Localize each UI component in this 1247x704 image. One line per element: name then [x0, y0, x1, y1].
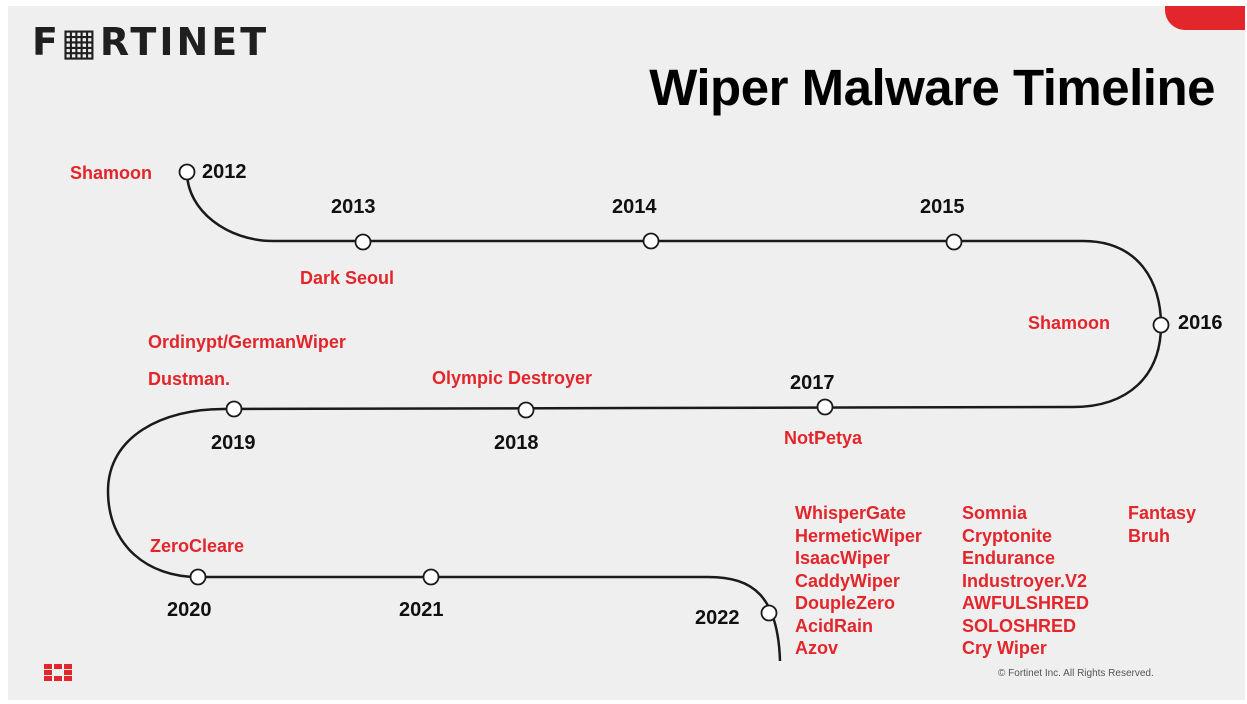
year-2018: 2018 — [494, 432, 539, 454]
list-item: WhisperGate — [795, 503, 907, 523]
fortinet-logo: F▦RTINET — [32, 20, 270, 64]
node-2020 — [189, 568, 207, 586]
list-item: DoupleZero — [795, 593, 896, 613]
list-item: IsaacWiper — [795, 548, 890, 568]
list-item: Industroyer.V2 — [962, 570, 1088, 591]
list-2022-col1: WhisperGate HermeticWiper IsaacWiper Cad… — [795, 502, 922, 660]
node-2018 — [517, 401, 535, 419]
label-notpetya: NotPetya — [784, 428, 863, 448]
label-shamoon-2016: Shamoon — [1028, 313, 1111, 333]
corner-accent — [1165, 6, 1245, 30]
year-2014: 2014 — [612, 196, 657, 218]
list-item: AWFULSHRED — [962, 593, 1089, 613]
year-2022: 2022 — [695, 607, 740, 629]
list-item: Fantasy — [1128, 503, 1197, 523]
list-item: CaddyWiper — [795, 570, 900, 591]
node-2013 — [354, 233, 372, 251]
node-2022 — [760, 604, 778, 622]
label-zerocleare: ZeroCleare — [150, 536, 245, 556]
year-2017: 2017 — [790, 372, 835, 394]
label-shamoon-2012: Shamoon — [70, 163, 153, 183]
year-2015: 2015 — [920, 196, 965, 218]
list-item: Cryptonite — [962, 525, 1052, 546]
year-2013: 2013 — [331, 196, 376, 218]
fortinet-mark-icon — [44, 664, 72, 681]
list-2022-col2: Somnia Cryptonite Endurance Industroyer.… — [962, 502, 1089, 660]
node-2017 — [816, 398, 834, 416]
node-2015 — [945, 233, 963, 251]
list-item: Bruh — [1128, 525, 1170, 546]
list-2022-col3: Fantasy Bruh — [1128, 502, 1196, 547]
node-2021 — [422, 568, 440, 586]
label-olympic-destroyer: Olympic Destroyer — [432, 368, 593, 388]
node-2014 — [642, 232, 660, 250]
year-2016: 2016 — [1178, 312, 1223, 334]
label-dark-seoul: Dark Seoul — [300, 268, 395, 288]
label-dustman: Dustman. — [148, 369, 231, 389]
year-2020: 2020 — [167, 599, 212, 621]
year-2021: 2021 — [399, 599, 444, 621]
slide: F▦RTINET Wiper Malware Timeline 2012 201… — [8, 6, 1245, 700]
list-item: AcidRain — [795, 615, 874, 636]
list-item: Cry Wiper — [962, 638, 1047, 658]
slide-title: Wiper Malware Timeline — [649, 59, 1215, 116]
timeline-diagram — [44, 163, 1170, 681]
node-2019 — [225, 400, 243, 418]
list-item: HermeticWiper — [795, 525, 922, 546]
year-2019: 2019 — [211, 432, 256, 454]
node-2016 — [1152, 316, 1170, 334]
node-2012 — [178, 163, 196, 181]
list-item: SOLOSHRED — [962, 615, 1077, 636]
list-item: Endurance — [962, 548, 1056, 568]
list-item: Azov — [795, 638, 839, 658]
copyright-text: © Fortinet Inc. All Rights Reserved. — [998, 668, 1154, 679]
list-item: Somnia — [962, 503, 1028, 523]
label-ordinypt: Ordinypt/GermanWiper — [148, 332, 346, 352]
year-2012: 2012 — [202, 161, 247, 183]
